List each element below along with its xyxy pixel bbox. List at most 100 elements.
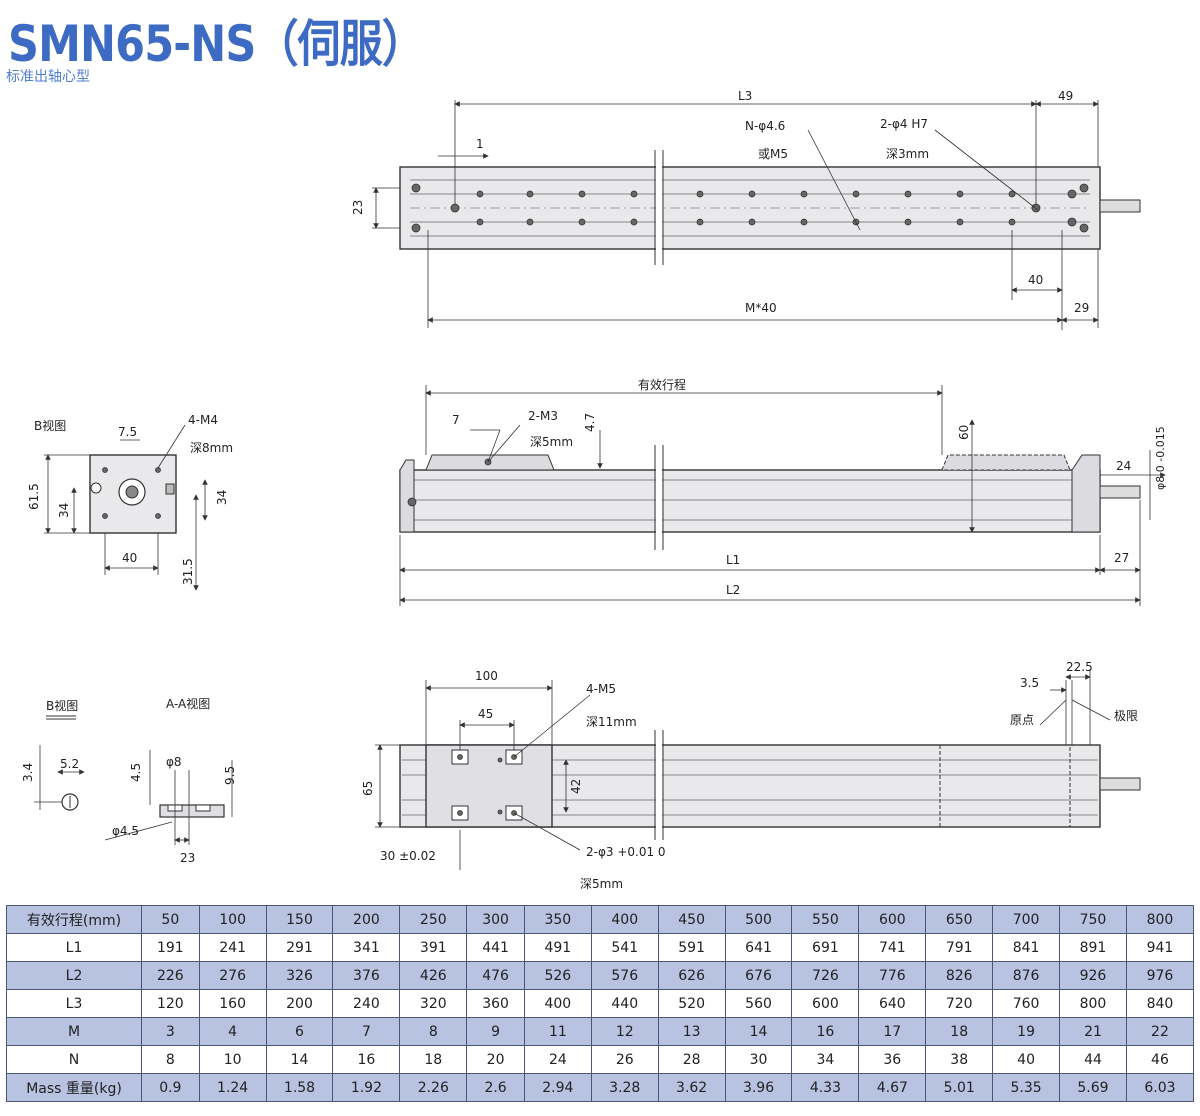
bottom-label-limit: 极限 [1114, 709, 1138, 723]
table-cell: 400 [523, 989, 592, 1018]
table-cell: 3 [141, 1017, 200, 1046]
end-label-view: B视图 [34, 418, 66, 433]
bottom-label-42: 42 [569, 779, 583, 794]
end-label-m4: 4-M4 [188, 413, 218, 427]
table-cell: 676 [724, 961, 793, 990]
table-cell: N [6, 1045, 142, 1074]
table-cell: 40 [992, 1045, 1061, 1074]
table-cell: 5.35 [992, 1073, 1061, 1102]
top-label-29: 29 [1074, 301, 1089, 315]
table-cell: 4.67 [858, 1073, 927, 1102]
table-row: L2 226 276 326 376 426 476 526 576 626 6… [6, 961, 1195, 990]
table-cell: 26 [590, 1045, 659, 1074]
table-cell: 3.62 [657, 1073, 726, 1102]
bottom-label-depth5: 深5mm [580, 877, 623, 891]
table-cell: 14 [724, 1017, 793, 1046]
technical-drawing: L3 49 1 N-φ4.6 或M5 2-φ4 H7 深3mm 23 40 M*… [21, 89, 1167, 891]
table-cell: 341 [332, 933, 401, 962]
page-title: SMN65-NS（伺服） [8, 15, 425, 73]
side-label-shaft: φ8 0 -0.015 [1154, 426, 1167, 490]
table-cell: 441 [466, 933, 525, 962]
table-cell: 976 [1125, 961, 1195, 990]
table-cell: 44 [1059, 1045, 1127, 1074]
end-label-61-5: 61.5 [27, 483, 41, 510]
bottom-label-pin: 2-φ3 +0.01 0 [586, 845, 666, 859]
table-row: M 3 4 6 7 8 9 11 12 13 14 16 17 18 19 21… [6, 1017, 1195, 1046]
table-cell: 19 [992, 1017, 1061, 1046]
small-label-23: 23 [180, 851, 195, 865]
end-view-b: B视图 7.5 4-M4 深8mm 61.5 34 34 40 31.5 [27, 413, 233, 591]
bottom-label-m5: 4-M5 [586, 682, 616, 696]
top-label-m5: 或M5 [758, 147, 788, 161]
table-cell: 30 [724, 1045, 793, 1074]
table-cell: 591 [657, 933, 726, 962]
table-cell: 276 [198, 961, 267, 990]
table-cell: 2.94 [523, 1073, 592, 1102]
table-cell: 800 [1125, 905, 1195, 934]
side-view: 有效行程 7 2-M3 深5mm 4.7 60 24 φ8 0 -0.015 L… [399, 377, 1167, 606]
table-cell: 320 [399, 989, 468, 1018]
bottom-label-depth: 深11mm [586, 715, 637, 729]
table-cell: 6.03 [1125, 1073, 1195, 1102]
table-cell: 500 [724, 905, 793, 934]
table-cell: 491 [523, 933, 592, 962]
table-cell: 12 [590, 1017, 659, 1046]
table-cell: 926 [1059, 961, 1127, 990]
table-cell: 有效行程(mm) [6, 905, 142, 934]
table-cell: 3.28 [590, 1073, 659, 1102]
top-label-m40: M*40 [745, 301, 777, 315]
table-cell: 13 [657, 1017, 726, 1046]
table-row: L1 191 241 291 341 391 441 491 541 591 6… [6, 933, 1195, 962]
top-label-23: 23 [351, 200, 365, 215]
small-label-5-2: 5.2 [60, 757, 79, 771]
table-cell: 791 [925, 933, 994, 962]
table-cell: 16 [791, 1017, 860, 1046]
top-label-depth: 深3mm [886, 147, 929, 161]
table-cell: 760 [992, 989, 1061, 1018]
end-label-7-5: 7.5 [118, 425, 137, 439]
side-label-7: 7 [452, 413, 460, 427]
bottom-label-origin: 原点 [1010, 713, 1034, 727]
end-label-31-5: 31.5 [181, 558, 195, 585]
table-cell: 5.01 [925, 1073, 994, 1102]
table-cell: 376 [332, 961, 401, 990]
table-cell: 38 [925, 1045, 994, 1074]
table-row: L3 120 160 200 240 320 360 400 440 520 5… [6, 989, 1195, 1018]
spec-table: 有效行程(mm) 50 100 150 200 250 300 350 400 … [6, 905, 1195, 1102]
table-cell: 576 [590, 961, 659, 990]
table-cell: 520 [657, 989, 726, 1018]
top-label-n-hole: N-φ4.6 [745, 119, 785, 133]
table-cell: 391 [399, 933, 468, 962]
side-label-stroke: 有效行程 [638, 377, 686, 392]
end-label-34-right: 34 [215, 490, 229, 505]
top-label-40: 40 [1028, 273, 1043, 287]
table-cell: 550 [791, 905, 860, 934]
table-cell: 600 [858, 905, 927, 934]
table-cell: 120 [141, 989, 200, 1018]
table-cell: 160 [198, 989, 267, 1018]
table-cell: 191 [141, 933, 200, 962]
table-cell: 720 [925, 989, 994, 1018]
table-cell: 650 [925, 905, 994, 934]
table-cell: 4 [198, 1017, 267, 1046]
end-label-34-left: 34 [57, 503, 71, 518]
table-cell: 226 [141, 961, 200, 990]
table-cell: 250 [399, 905, 468, 934]
table-cell: 2.26 [399, 1073, 468, 1102]
table-cell: 6 [265, 1017, 334, 1046]
table-cell: 526 [523, 961, 592, 990]
bottom-view: 100 4-M5 深11mm 45 22.5 3.5 原点 极限 65 42 2… [361, 660, 1141, 891]
table-cell: 426 [399, 961, 468, 990]
table-cell: 8 [141, 1045, 200, 1074]
table-cell: 17 [858, 1017, 927, 1046]
table-cell: 450 [657, 905, 726, 934]
table-cell: 640 [858, 989, 927, 1018]
page-subtitle: 标准出轴心型 [6, 69, 90, 85]
table-cell: 22 [1125, 1017, 1195, 1046]
side-label-24: 24 [1116, 459, 1131, 473]
table-cell: 10 [198, 1045, 267, 1074]
table-cell: 18 [925, 1017, 994, 1046]
side-label-60: 60 [957, 425, 971, 440]
table-cell: 700 [992, 905, 1061, 934]
small-label-phi4-5: φ4.5 [112, 824, 139, 838]
